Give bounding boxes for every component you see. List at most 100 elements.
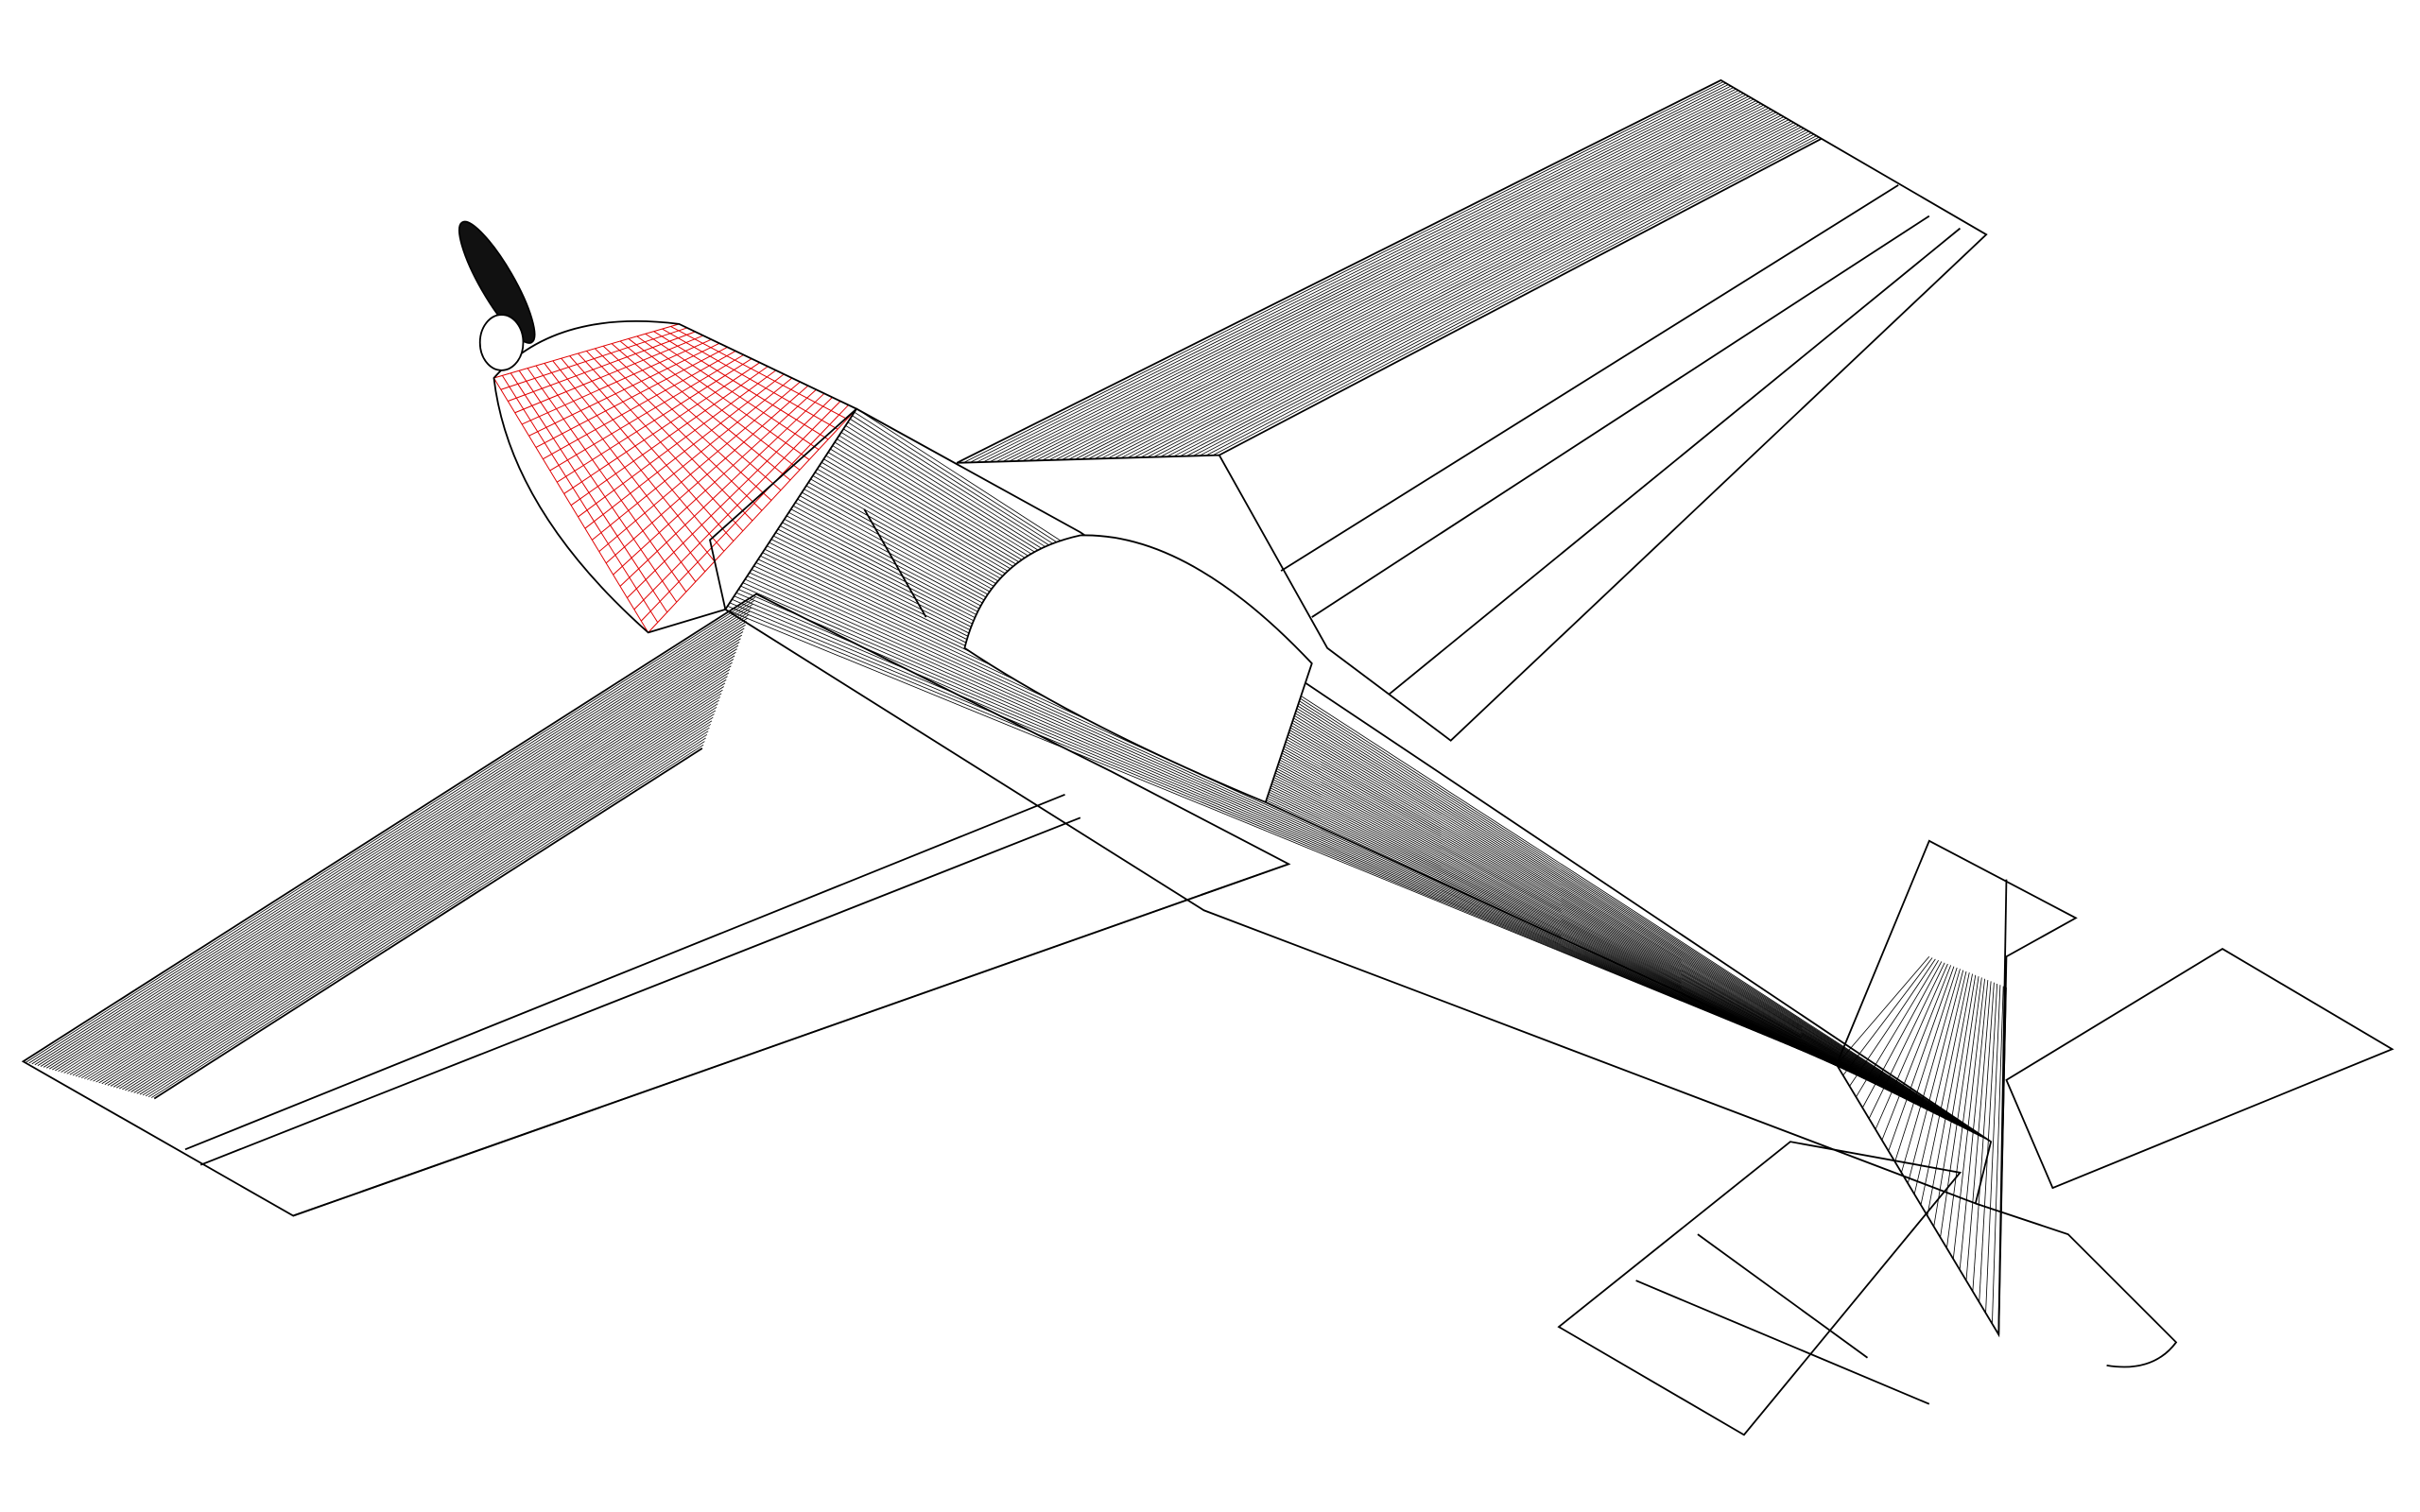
- cowling-mesh-line: [653, 331, 829, 440]
- fuselage-skin-line: [832, 445, 1963, 1128]
- fuselage-skin-line: [773, 535, 1893, 1093]
- wing-skin-line: [982, 85, 1732, 463]
- wing-skin-line: [1028, 95, 1749, 461]
- fin-skin-line: [1861, 961, 1943, 1108]
- cowling-mesh-line: [636, 335, 810, 460]
- cowling-mesh-line: [628, 338, 801, 471]
- wing-skin-line: [1035, 97, 1752, 461]
- wing-skin-line: [26, 596, 755, 1063]
- fin-skin-line: [1881, 965, 1952, 1141]
- fuselage-skin-line: [735, 592, 1850, 1072]
- wing-skin-line: [110, 696, 721, 1087]
- fuselage-skin-line: [775, 532, 1896, 1095]
- cowling-mesh-line: [493, 323, 680, 379]
- wing-skin-line: [66, 644, 739, 1074]
- fuselage-skin-line: [725, 609, 1838, 1065]
- wing-skin-line: [84, 665, 732, 1079]
- wing-skin-line: [104, 689, 723, 1085]
- wing-skin-line: [989, 87, 1734, 463]
- wing-skin-line: [1100, 112, 1776, 459]
- wing-skin-line: [87, 669, 731, 1080]
- cowling-mesh-line: [662, 328, 838, 430]
- wing-skin-line: [93, 676, 728, 1082]
- wing-skin-line: [40, 613, 750, 1067]
- fuselage-skin-line: [770, 539, 1892, 1092]
- fuselage-skin-line: [854, 411, 1989, 1142]
- fuselage-skin-line: [786, 515, 1910, 1101]
- wing-skin-line: [130, 720, 713, 1092]
- wing-skin-line: [1192, 132, 1812, 456]
- cowling-mesh-line: [510, 372, 668, 613]
- propeller: [458, 220, 536, 371]
- wing-skin-line: [31, 604, 753, 1065]
- fuselage-skin-line: [821, 461, 1950, 1122]
- wing-skin-line: [122, 710, 717, 1091]
- cowling-mesh-line: [501, 375, 659, 623]
- wing-skin-line: [142, 733, 708, 1096]
- fin-skin-line: [1940, 976, 1979, 1238]
- fin-skin-line: [1842, 957, 1933, 1076]
- fin-skin-line: [1985, 985, 2001, 1314]
- cowling-mesh-line: [527, 368, 687, 593]
- fuselage: [709, 407, 1993, 1205]
- wing-skin-line: [125, 713, 715, 1091]
- wing-skin-line: [150, 744, 704, 1098]
- wing-skin-line: [112, 699, 719, 1088]
- cowling-mesh-line: [670, 326, 848, 420]
- fuselage-skin-line: [799, 495, 1925, 1109]
- fuselage-skin-line: [849, 418, 1984, 1139]
- cowling-mesh-line: [602, 345, 772, 501]
- left-wing: [21, 593, 1291, 1217]
- wing-skin-line: [995, 88, 1737, 462]
- wing-skin-line: [1080, 108, 1770, 460]
- fuselage-skin-line: [823, 458, 1953, 1124]
- wing-skin-line: [63, 642, 740, 1074]
- wing-skin-line: [98, 682, 726, 1084]
- wing-skin-line: [128, 716, 714, 1091]
- fuselage-skin-line: [769, 541, 1889, 1091]
- fuselage-skin-line: [847, 421, 1981, 1138]
- fuselage-skin-line: [843, 428, 1977, 1135]
- wing-skin-line: [136, 727, 710, 1094]
- cowling-mesh-line: [578, 352, 744, 532]
- wing-skin-line: [969, 82, 1726, 463]
- wing-skin-line: [69, 648, 737, 1075]
- wing-skin-line: [1147, 122, 1794, 458]
- wing-skin-line: [78, 659, 735, 1078]
- cowling-mesh-line: [561, 357, 725, 552]
- wing-skin-line: [115, 703, 718, 1089]
- wing-skin-line: [1042, 98, 1754, 461]
- fin-skin-line: [1952, 978, 1985, 1260]
- cowling-mesh-line: [645, 333, 820, 451]
- fin-skin-line: [1959, 980, 1989, 1270]
- fuselage-skin-line: [808, 482, 1935, 1114]
- fin-skin-line: [1992, 986, 2004, 1324]
- fin-skin-line: [1946, 977, 1982, 1248]
- fuselage-skin-line: [744, 578, 1860, 1077]
- wing-skin-line: [58, 634, 742, 1073]
- cowling-mesh-line: [535, 365, 697, 582]
- fuselage-skin-line: [840, 432, 1974, 1133]
- fuselage-skin-line: [751, 569, 1868, 1081]
- wing-skin-line: [133, 724, 711, 1093]
- wing-skin-line: [60, 638, 741, 1073]
- wing-skin-line: [1185, 130, 1809, 457]
- horizontal-stabilizer-right: [2005, 948, 2394, 1190]
- cowling-mesh-line: [611, 343, 782, 491]
- fuselage-skin-line: [767, 545, 1886, 1090]
- fuselage-skin-line: [852, 415, 1986, 1140]
- fuselage-skin-line: [827, 452, 1958, 1125]
- canopy: [963, 534, 1313, 804]
- cowling-mesh-line: [552, 360, 716, 562]
- wing-skin-line: [1055, 101, 1759, 461]
- skin-hatching: [23, 79, 2007, 1335]
- fuselage-skin-line: [747, 576, 1863, 1078]
- wing-skin-line: [34, 607, 752, 1066]
- fuselage-skin-line: [782, 522, 1904, 1099]
- fuselage-skin-line: [790, 508, 1914, 1104]
- fuselage-skin-line: [830, 448, 1961, 1127]
- fin-skin-line: [1907, 970, 1964, 1184]
- fuselage-skin-line: [802, 491, 1927, 1110]
- cowling-mesh-line: [594, 348, 763, 511]
- cowling-mesh-line: [619, 340, 791, 481]
